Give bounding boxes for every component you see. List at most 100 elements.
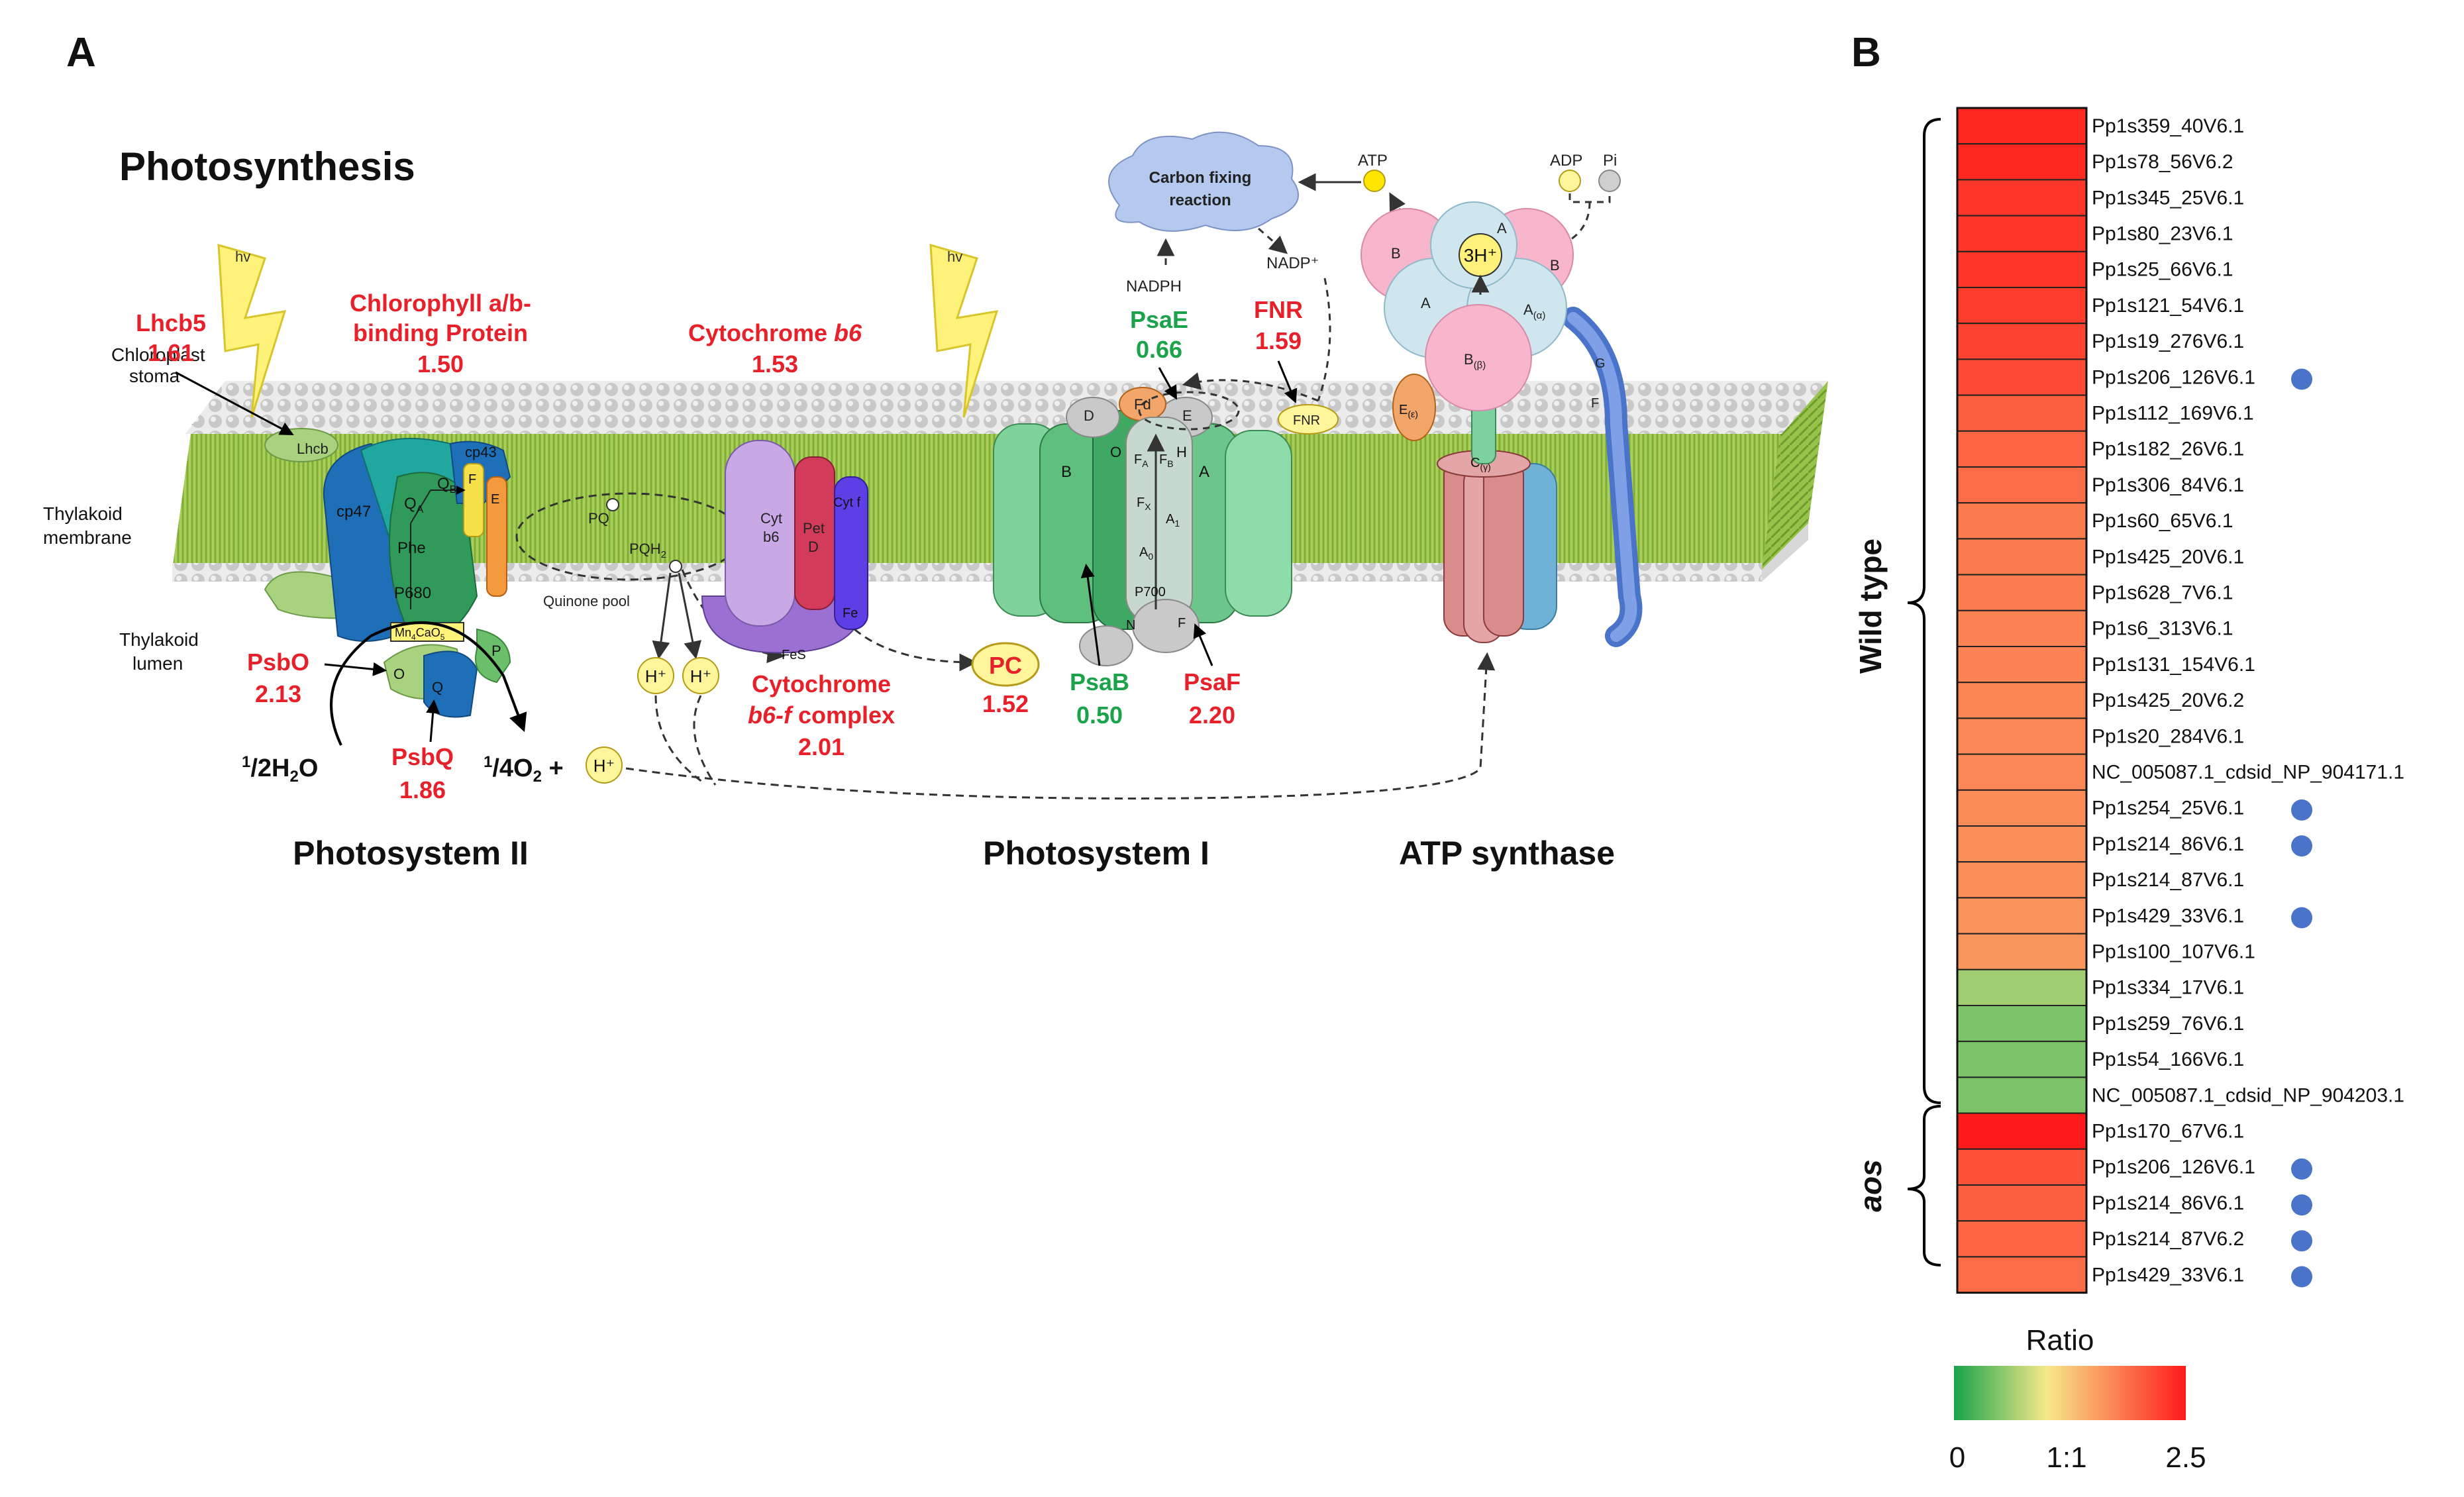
qa-label: QA xyxy=(404,495,424,515)
heatmap-row-label: Pp1s429_33V6.1 xyxy=(2092,1264,2244,1286)
heatmap-row-label: Pp1s429_33V6.1 xyxy=(2092,905,2244,927)
protein-name: FNR xyxy=(1254,296,1303,323)
protein-psbo: PsbO 2.13 xyxy=(247,648,387,707)
protein-value: 1.50 xyxy=(417,350,464,378)
heatmap-row-label: NC_005087.1_cdsid_NP_904171.1 xyxy=(2092,761,2404,783)
heatmap-cell xyxy=(1957,1005,2087,1043)
heatmap-cell xyxy=(1957,143,2087,181)
heatmap-cell xyxy=(1957,646,2087,684)
oxygen-label: 1/4O2 + xyxy=(484,753,564,786)
heatmap-cell xyxy=(1957,1076,2087,1114)
heatmap-row-label: Pp1s20_284V6.1 xyxy=(2092,725,2244,747)
protein-value: 1.86 xyxy=(399,776,446,803)
phe-label: Phe xyxy=(397,539,426,557)
marker-dot xyxy=(2291,835,2312,857)
mn-cluster-label: Mn4CaO5 xyxy=(395,626,445,642)
pq-label: PQ xyxy=(588,510,609,527)
heatmap-cell xyxy=(1957,933,2087,970)
carbon-fixing-cloud: Carbon fixing reaction xyxy=(1108,131,1361,402)
protein-name: PsaB xyxy=(1070,668,1129,696)
psi-e-label: E xyxy=(1182,407,1192,424)
heatmap-cell xyxy=(1957,753,2087,791)
heatmap-row-label: Pp1s214_87V6.1 xyxy=(2092,869,2244,891)
photosystem-i-graphic: D E Fd B A O H FA FB FX A1 A0 P700 N F F… xyxy=(993,387,1339,666)
protein-value: 1.61 xyxy=(148,339,194,366)
protein-value: 0.66 xyxy=(1136,336,1182,363)
fx-label: FX xyxy=(1137,495,1151,512)
atp-c-label: C(γ) xyxy=(1470,456,1491,472)
protein-value: 1.59 xyxy=(1255,327,1302,354)
group-label-aos: aos xyxy=(1853,1159,1888,1212)
psi-d-label: D xyxy=(1084,407,1094,424)
photosystem-i-label: Photosystem I xyxy=(983,835,1209,872)
marker-dot xyxy=(2291,1230,2312,1252)
heatmap-row-label: Pp1s170_67V6.1 xyxy=(2092,1120,2244,1142)
heatmap-row-label: Pp1s182_26V6.1 xyxy=(2092,439,2244,460)
water-label: 1/2H2O xyxy=(242,753,318,786)
panel-letter-b: B xyxy=(1851,30,1881,76)
psi-n-label: N xyxy=(1126,618,1135,633)
marker-dot xyxy=(2291,907,2312,929)
marker-dot xyxy=(2291,1194,2312,1216)
protein-name: PsaF xyxy=(1184,668,1241,696)
protein-value: 2.20 xyxy=(1189,701,1235,729)
protein-psab: PsaB 0.50 xyxy=(1070,563,1129,729)
heatmap-row-label: Pp1s628_7V6.1 xyxy=(2092,582,2233,603)
panel-letter-a: A xyxy=(66,30,96,76)
heatmap-row-label: Pp1s334_17V6.1 xyxy=(2092,977,2244,999)
atp-a-alpha-label: A(α) xyxy=(1523,301,1545,321)
group-label-wild-type: Wild type xyxy=(1853,539,1888,674)
a1-label: A1 xyxy=(1166,512,1180,529)
heatmap-cell xyxy=(1957,1148,2087,1186)
legend-color-bar xyxy=(1954,1366,2186,1420)
protein-cytochrome-b6f-complex: Cytochrome b6-f complex 2.01 xyxy=(748,670,895,760)
quinone-pool-label: Quinone pool xyxy=(543,593,630,609)
protein-name: Lhcb5 xyxy=(136,309,206,336)
heatmap-cell xyxy=(1957,1184,2087,1222)
fes-label: FeS xyxy=(782,648,806,662)
heatmap-cell xyxy=(1957,323,2087,360)
a0-label: A0 xyxy=(1139,545,1153,562)
nadph-label: NADPH xyxy=(1126,278,1182,295)
heatmap-cell xyxy=(1957,466,2087,504)
heatmap-outline xyxy=(1956,107,2088,1294)
panel-b: B Wild type aos Pp1s359_40V6.1Pp1s78_56V… xyxy=(1851,30,2404,1474)
heatmap-row-label: Pp1s25_66V6.1 xyxy=(2092,259,2233,281)
protein-psae: PsaE 0.66 xyxy=(1130,306,1188,400)
carbon-fixing-line-1: Carbon fixing xyxy=(1149,169,1252,187)
adp-label: ADP xyxy=(1550,152,1582,170)
photosystem-ii-label: Photosystem II xyxy=(293,835,529,872)
protein-name: Chlorophyll a/b- xyxy=(350,289,531,317)
heatmap-row-label: Pp1s60_65V6.1 xyxy=(2092,510,2233,532)
heatmap-row-label: NC_005087.1_cdsid_NP_904203.1 xyxy=(2092,1084,2404,1106)
marker-dot xyxy=(2291,368,2312,390)
cp47-label: cp47 xyxy=(336,503,371,521)
diagram-title: Photosynthesis xyxy=(119,144,415,189)
heatmap-cell xyxy=(1957,430,2087,468)
marker-dot xyxy=(2291,1266,2312,1288)
atp-a-top-label: A xyxy=(1497,220,1507,236)
heatmap-cell xyxy=(1957,1256,2087,1294)
protein-name: PsbQ xyxy=(391,743,454,770)
heatmap-row-label: Pp1s425_20V6.2 xyxy=(2092,690,2244,711)
atp-f-label: F xyxy=(1591,396,1599,411)
atp-synthase-graphic: ATP ADP Pi G F C(γ) E(ε) xyxy=(1358,152,1643,647)
light-bolt-ps2: hv xyxy=(217,243,287,418)
heatmap-cell xyxy=(1957,287,2087,325)
heatmap-cell xyxy=(1957,179,2087,217)
heatmap-cell xyxy=(1957,574,2087,611)
heatmap-cell xyxy=(1957,1112,2087,1150)
fe-label: Fe xyxy=(843,606,858,621)
heatmap-row-label: Pp1s259_76V6.1 xyxy=(2092,1013,2244,1035)
heatmap: Pp1s359_40V6.1Pp1s78_56V6.2Pp1s345_25V6.… xyxy=(1956,107,2404,1294)
fa-label: FA xyxy=(1134,452,1149,469)
heatmap-cell xyxy=(1957,394,2087,432)
nadp-label: NADP⁺ xyxy=(1266,254,1319,272)
legend-mid-label: 1:1 xyxy=(2046,1441,2086,1474)
heatmap-row-label: Pp1s306_84V6.1 xyxy=(2092,474,2244,496)
